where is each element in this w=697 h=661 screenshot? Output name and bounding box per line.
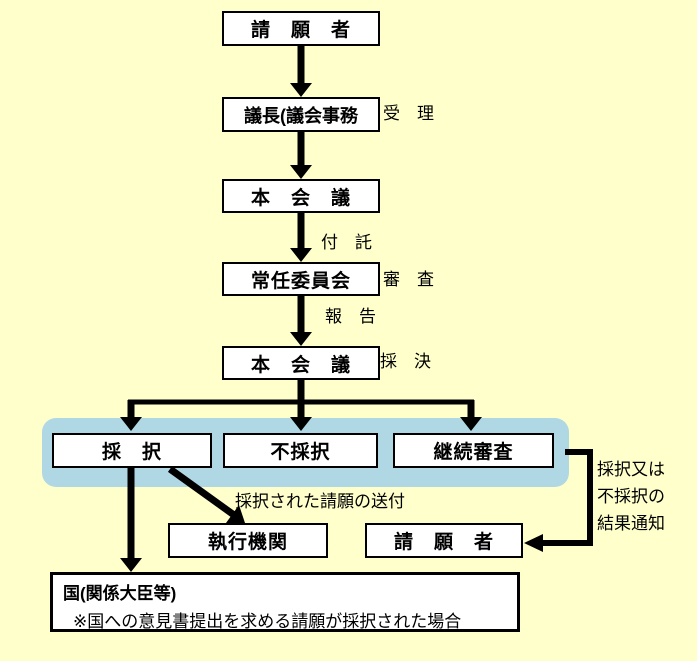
arrowhead-down-icon — [460, 417, 482, 431]
arrowhead-down-icon — [290, 332, 312, 346]
not-adopted-label: 不採択 — [270, 442, 331, 463]
referral-label: 付 託 — [321, 233, 372, 252]
continued-review-label: 継続審査 — [433, 442, 514, 463]
chairman-box: 議長(議会事務 — [222, 97, 380, 132]
arrowhead-down-icon — [290, 248, 312, 262]
plenary-session-2-box: 本 会 議 — [222, 346, 380, 380]
receipt-label: 受 理 — [383, 104, 434, 123]
arrow-adopted-to-executive — [167, 466, 237, 518]
result-notice-line1: 採択又は — [597, 460, 665, 479]
arrowhead-down-icon — [290, 417, 312, 431]
result-notice-line3: 結果通知 — [597, 514, 665, 533]
standing-committee-label: 常任委員会 — [250, 270, 351, 292]
adopted-label: 採 択 — [101, 442, 162, 463]
executive-agency-box: 執行機関 — [168, 523, 328, 558]
sending-adopted-petition-label: 採択された請願の送付 — [235, 492, 405, 511]
flow-arrows — [120, 46, 593, 572]
report-label: 報 告 — [325, 307, 376, 326]
plenary-session-2-label: 本 会 議 — [250, 354, 351, 376]
arrowhead-diagonal-icon — [226, 505, 245, 523]
examination-label: 審 査 — [383, 270, 434, 289]
arrowhead-down-icon — [120, 417, 142, 431]
result-notice-line2: 不採択の — [597, 487, 665, 506]
chairman-label: 議長(議会事務 — [244, 105, 358, 126]
executive-agency-label: 執行機関 — [207, 532, 288, 553]
petitioner-bottom-box: 請 願 者 — [365, 523, 523, 558]
not-adopted-box: 不採択 — [223, 433, 378, 468]
national-government-title: 国(関係大臣等) — [63, 584, 177, 603]
plenary-session-1-box: 本 会 議 — [222, 179, 380, 213]
arrowhead-left-icon — [524, 534, 543, 552]
arrowhead-down-icon — [290, 165, 312, 179]
petitioner-top-label: 請 願 者 — [250, 20, 351, 41]
petitioner-bottom-label: 請 願 者 — [393, 532, 494, 553]
continued-review-box: 継続審査 — [393, 433, 554, 468]
plenary-session-1-label: 本 会 議 — [250, 187, 351, 209]
result-notice-label: 採択又は 不採択の 結果通知 — [597, 456, 665, 537]
standing-committee-box: 常任委員会 — [222, 262, 380, 296]
national-government-note: ※国への意見書提出を求める請願が採択された場合 — [73, 612, 462, 631]
arrowhead-down-icon — [290, 83, 312, 97]
adopted-box: 採 択 — [52, 433, 212, 468]
national-government-box: 国(関係大臣等) ※国への意見書提出を求める請願が採択された場合 — [50, 572, 520, 632]
petitioner-top-box: 請 願 者 — [222, 11, 380, 46]
arrowhead-down-icon — [120, 558, 142, 572]
vote-label: 採 決 — [380, 352, 431, 371]
result-notice-line — [534, 449, 593, 546]
